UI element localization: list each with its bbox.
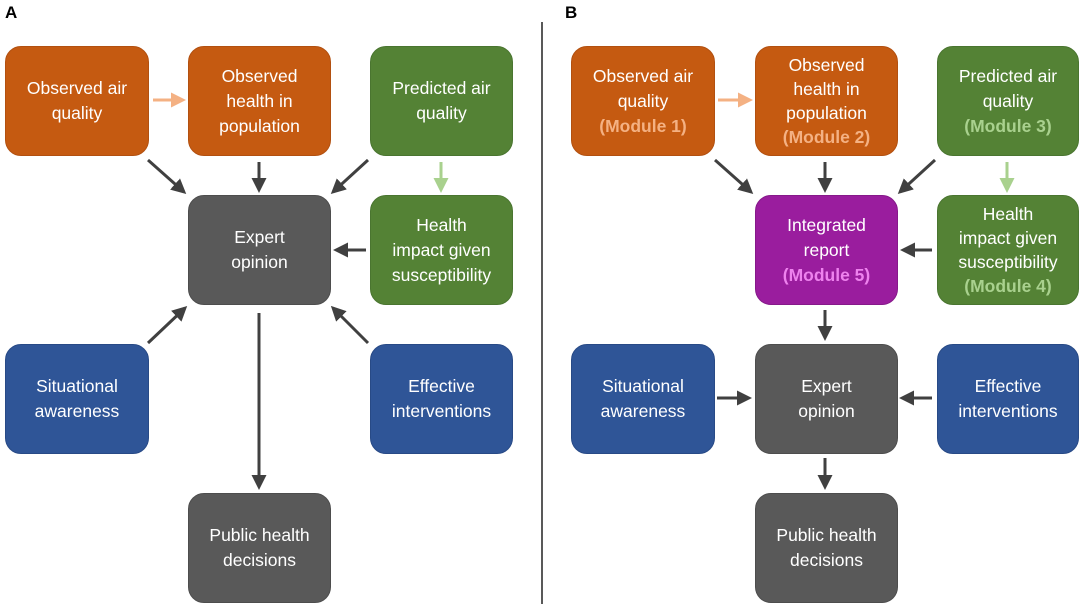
a-health-impact-line1: Health — [416, 214, 467, 235]
b-predicted-air-quality-line1: Predicted air — [958, 65, 1058, 86]
a-health-impact-line2: impact given — [392, 239, 491, 260]
a-public-health-decisions-line2: decisions — [223, 550, 296, 570]
b-observed-health-line3: population — [786, 103, 867, 123]
b-predicted-air-quality-line2: quality — [982, 90, 1034, 111]
a-predicted-air-quality-box: Predicted air quality — [370, 46, 513, 156]
a-observed-air-quality-line1: Observed air — [26, 78, 128, 98]
panel-divider — [541, 22, 543, 604]
arrow-a-obs-air-to-expert — [147, 158, 187, 194]
arrow-a-situational-to-expert — [146, 305, 188, 345]
a-situational-awareness-line2: awareness — [34, 401, 120, 421]
b-expert-opinion-line2: opinion — [798, 401, 855, 421]
panel-a-label: A — [5, 3, 18, 22]
b-effective-interventions-line1: Effective — [974, 376, 1042, 396]
a-observed-health-line3: population — [219, 115, 300, 136]
a-effective-interventions-box: Effective interventions — [370, 344, 513, 454]
b-situational-awareness-line1: Situational — [602, 376, 684, 396]
b-integrated-report-box: Integrated report (Module 5) — [755, 195, 898, 305]
b-situational-awareness-line2: awareness — [600, 401, 686, 421]
a-expert-opinion-box: Expert opinion — [188, 195, 331, 305]
b-health-impact-line3: susceptibility — [958, 252, 1058, 272]
b-module-4-label: (Module 4) — [964, 276, 1052, 296]
b-effective-interventions-line2: interventions — [958, 401, 1058, 421]
b-module-5-label: (Module 5) — [782, 264, 871, 285]
b-module-1-label: (Module 1) — [599, 115, 687, 136]
b-observed-air-quality-line2: quality — [617, 90, 669, 111]
a-predicted-air-quality-line2: quality — [416, 103, 467, 123]
b-effective-interventions-box: Effective interventions — [937, 344, 1079, 454]
b-public-health-decisions-line2: decisions — [790, 550, 863, 570]
a-health-impact-box: Health impact given susceptibility — [370, 195, 513, 305]
b-situational-awareness-box: Situational awareness — [571, 344, 715, 454]
b-health-impact-line2: impact given — [958, 228, 1058, 248]
b-integrated-report-line2: report — [803, 239, 850, 260]
b-observed-health-box: Observed health in population (Module 2) — [755, 46, 898, 156]
arrow-a-pred-air-to-expert — [330, 158, 370, 195]
a-situational-awareness-box: Situational awareness — [5, 344, 149, 454]
a-observed-air-quality-box: Observed air quality — [5, 46, 149, 156]
a-public-health-decisions-box: Public health decisions — [188, 493, 331, 603]
b-integrated-report-line1: Integrated — [787, 214, 866, 235]
a-effective-interventions-line2: interventions — [391, 401, 492, 421]
b-public-health-decisions-line1: Public health — [776, 525, 877, 545]
a-effective-interventions-line1: Effective — [408, 376, 475, 396]
b-expert-opinion-box: Expert opinion — [755, 344, 898, 454]
b-health-impact-line1: Health — [982, 204, 1034, 224]
arrow-b-obs-air-to-report — [714, 158, 754, 194]
b-observed-air-quality-line1: Observed air — [592, 65, 694, 86]
a-expert-opinion-line2: opinion — [231, 252, 288, 272]
a-health-impact-line3: susceptibility — [391, 264, 492, 285]
b-module-2-label: (Module 2) — [782, 127, 871, 147]
b-observed-health-line2: health in — [793, 79, 860, 99]
b-module-3-label: (Module 3) — [964, 115, 1052, 136]
arrow-a-interventions-to-expert — [330, 305, 370, 345]
a-observed-health-box: Observed health in population — [188, 46, 331, 156]
a-public-health-decisions-line1: Public health — [209, 525, 310, 545]
a-situational-awareness-line1: Situational — [36, 376, 118, 396]
arrow-b-pred-air-to-report — [897, 158, 937, 195]
b-observed-air-quality-box: Observed air quality (Module 1) — [571, 46, 715, 156]
a-observed-health-line2: health in — [226, 90, 293, 111]
b-predicted-air-quality-box: Predicted air quality (Module 3) — [937, 46, 1079, 156]
a-observed-health-line1: Observed — [221, 65, 298, 86]
panel-b-label: B — [565, 3, 578, 22]
b-public-health-decisions-box: Public health decisions — [755, 493, 898, 603]
a-predicted-air-quality-line1: Predicted air — [392, 78, 491, 98]
a-expert-opinion-line1: Expert — [234, 227, 285, 247]
b-expert-opinion-line1: Expert — [801, 376, 852, 396]
b-observed-health-line1: Observed — [788, 55, 865, 75]
a-observed-air-quality-line2: quality — [51, 103, 103, 123]
b-health-impact-box: Health impact given susceptibility (Modu… — [937, 195, 1079, 305]
